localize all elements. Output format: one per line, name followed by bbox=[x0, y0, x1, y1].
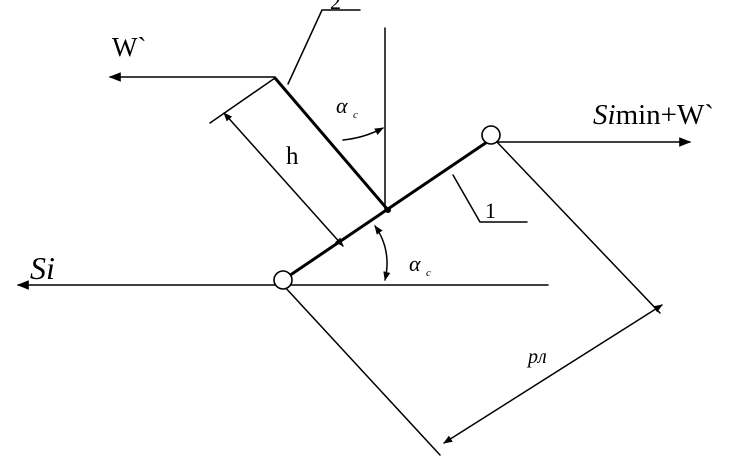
callout-2-label: 2 bbox=[330, 0, 341, 14]
si-min-rest: min+W` bbox=[616, 99, 715, 131]
alpha-bottom-label: α c bbox=[409, 251, 431, 279]
si-min-label: Simin+W` bbox=[593, 99, 714, 131]
svg-text:Simin+W`: Simin+W` bbox=[593, 99, 714, 131]
pl-extension-line-upper bbox=[496, 141, 661, 314]
alpha-arc-top bbox=[342, 127, 384, 141]
h-dimension-line bbox=[223, 112, 344, 247]
callout-2-leader bbox=[287, 9, 361, 85]
callout-1-label: 1 bbox=[485, 198, 496, 223]
hinge-upper bbox=[481, 125, 501, 145]
callout-1-leader bbox=[452, 174, 528, 223]
svg-text:c: c bbox=[426, 267, 431, 279]
h-extension-line-top bbox=[209, 77, 276, 124]
pl-label: pл bbox=[526, 346, 547, 368]
alpha-top-label: α c bbox=[336, 93, 358, 121]
svg-text:α: α bbox=[409, 251, 421, 276]
joint-dot bbox=[385, 207, 391, 213]
si-min-italic: Si bbox=[593, 99, 616, 131]
pl-extension-line-lower bbox=[282, 284, 441, 456]
svg-text:c: c bbox=[353, 109, 358, 121]
hinge-lower bbox=[273, 270, 293, 290]
si-label: Si bbox=[30, 250, 55, 286]
w-label: W` bbox=[112, 32, 146, 62]
alpha-arc-bottom bbox=[374, 225, 391, 281]
h-label: h bbox=[286, 143, 299, 170]
pl-dimension-line bbox=[443, 304, 663, 444]
svg-text:α: α bbox=[336, 93, 348, 118]
